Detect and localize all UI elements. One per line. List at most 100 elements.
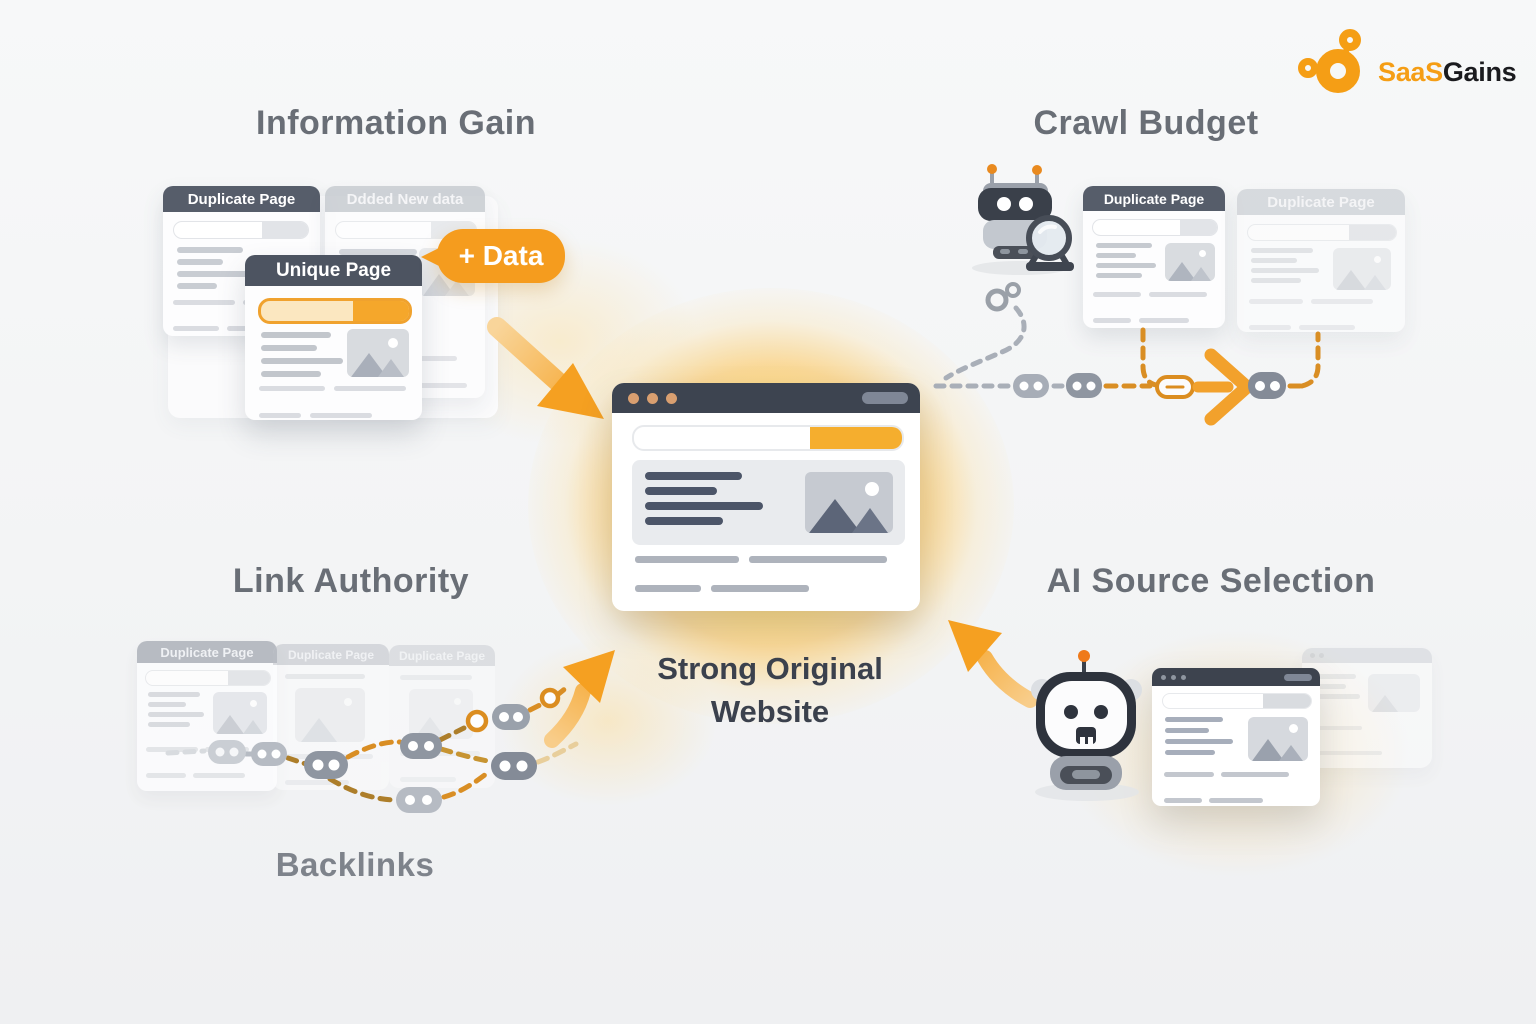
titlebar-pill	[1284, 674, 1312, 681]
ai-source-browser	[1152, 668, 1320, 806]
card-header: Unique Page	[245, 255, 422, 286]
plus-data-badge: + Data	[421, 229, 565, 283]
backlink-node-e	[492, 704, 530, 730]
image-placeholder	[213, 692, 267, 734]
crawler-robot-icon	[978, 164, 1074, 271]
browser-titlebar	[612, 383, 920, 413]
text-lines-placeholder	[177, 247, 249, 289]
backlink-node-c	[304, 751, 348, 779]
window-dot	[1181, 674, 1186, 680]
card-header: Duplicate Page	[1083, 186, 1225, 211]
text-lines-placeholder	[285, 674, 365, 679]
chain-link-icon	[1155, 375, 1195, 399]
crawl-budget-title: Crawl Budget	[1033, 104, 1259, 142]
text-lines-placeholder	[1165, 717, 1233, 755]
browser-footer-lines	[635, 556, 887, 603]
card-searchbar	[1247, 224, 1397, 241]
crawl-duplicate-card-1: Duplicate Page	[1083, 186, 1225, 328]
image-placeholder	[1165, 243, 1215, 281]
badge-tail	[421, 247, 441, 267]
link-duplicate-card-1: Duplicate Page	[137, 641, 277, 791]
window-dot	[647, 392, 658, 404]
text-lines-placeholder	[148, 692, 204, 727]
card-header: Duplicate Page	[163, 186, 320, 212]
image-placeholder	[1333, 248, 1391, 290]
card-searchbar	[1092, 219, 1218, 236]
window-dot	[1161, 674, 1166, 680]
link-duplicate-card-2: Duplicate Page	[273, 644, 389, 790]
logo-brand-primary: SaaS	[1378, 56, 1443, 87]
backlink-node-g	[491, 752, 537, 780]
center-title-line2: Website	[710, 693, 830, 729]
crawl-budget-path	[933, 305, 1321, 426]
footer-lines-placeholder	[1249, 299, 1373, 343]
text-lines-placeholder	[1251, 248, 1319, 283]
window-dot	[628, 392, 639, 404]
footer-lines-placeholder	[1312, 726, 1382, 769]
image-placeholder	[1248, 717, 1308, 761]
saasgains-logo-icon	[1298, 29, 1361, 93]
link-authority-title: Link Authority	[232, 562, 470, 600]
window-dot	[1171, 674, 1176, 680]
crawl-node-3	[1248, 372, 1286, 399]
card-searchbar	[145, 670, 271, 686]
magnifier-icon	[1026, 215, 1074, 271]
backlink-network	[165, 685, 579, 813]
badge-label: + Data	[458, 240, 544, 271]
link-duplicate-card-3: Duplicate Page	[389, 645, 495, 788]
information-gain-title: Information Gain	[256, 104, 536, 142]
image-placeholder	[295, 688, 365, 742]
crawl-node-2	[1066, 373, 1102, 398]
backlink-ring-2	[539, 687, 561, 709]
card-header: Duplicate Page	[389, 645, 495, 666]
strong-original-website-window	[612, 383, 920, 611]
text-lines-placeholder	[339, 249, 417, 255]
backlink-node-d	[400, 733, 442, 759]
browser-content-block	[632, 460, 905, 545]
ai-source-browser-faded	[1302, 648, 1432, 768]
titlebar-pill	[862, 392, 908, 404]
hero-image-placeholder	[805, 472, 893, 533]
card-header: Ddded New data	[325, 186, 485, 212]
text-lines-placeholder	[1096, 243, 1156, 278]
crawl-duplicate-card-2: Duplicate Page	[1237, 189, 1405, 332]
browser-titlebar	[1302, 648, 1432, 663]
card-header: Duplicate Page	[273, 644, 389, 665]
arrow-info-to-center	[487, 317, 604, 419]
browser-searchbar	[632, 425, 904, 451]
footer-lines-placeholder	[259, 386, 406, 431]
crawl-node-1	[1013, 374, 1049, 398]
saasgains-logo: SaaSGains	[1298, 28, 1517, 100]
card-header: Duplicate Page	[137, 641, 277, 663]
padlock-icon	[985, 282, 1021, 312]
footer-lines-placeholder	[1164, 772, 1289, 816]
center-website-title: Strong Original Website	[600, 648, 940, 734]
image-placeholder	[1368, 674, 1420, 712]
searchbar-segment	[1263, 694, 1311, 708]
backlink-node-f	[396, 787, 442, 813]
card-header: Duplicate Page	[1237, 189, 1405, 215]
browser-searchbar	[1162, 693, 1312, 709]
image-placeholder	[347, 329, 409, 377]
searchbar-highlight	[810, 427, 902, 449]
unique-page-card: Unique Page	[245, 255, 422, 420]
backlink-node-b	[251, 742, 287, 766]
center-title-line1: Strong Original	[657, 651, 883, 686]
footer-lines-placeholder	[1093, 292, 1207, 336]
content-text-lines	[645, 472, 763, 525]
arrow-ai-to-center	[948, 620, 1038, 708]
text-lines-placeholder	[261, 332, 343, 377]
ai-robot-icon	[1031, 650, 1142, 790]
text-lines-placeholder	[400, 675, 472, 680]
ai-source-selection-title: AI Source Selection	[1046, 562, 1376, 600]
backlink-ring-1	[465, 709, 489, 733]
highlight-bar	[258, 298, 412, 324]
browser-titlebar	[1152, 668, 1320, 686]
window-dot	[666, 392, 677, 404]
logo-brand-secondary: Gains	[1442, 56, 1517, 87]
backlinks-title: Backlinks	[275, 846, 435, 883]
backlink-node-a	[208, 740, 246, 764]
card-searchbar	[173, 221, 309, 239]
text-lines-placeholder	[1312, 674, 1360, 699]
